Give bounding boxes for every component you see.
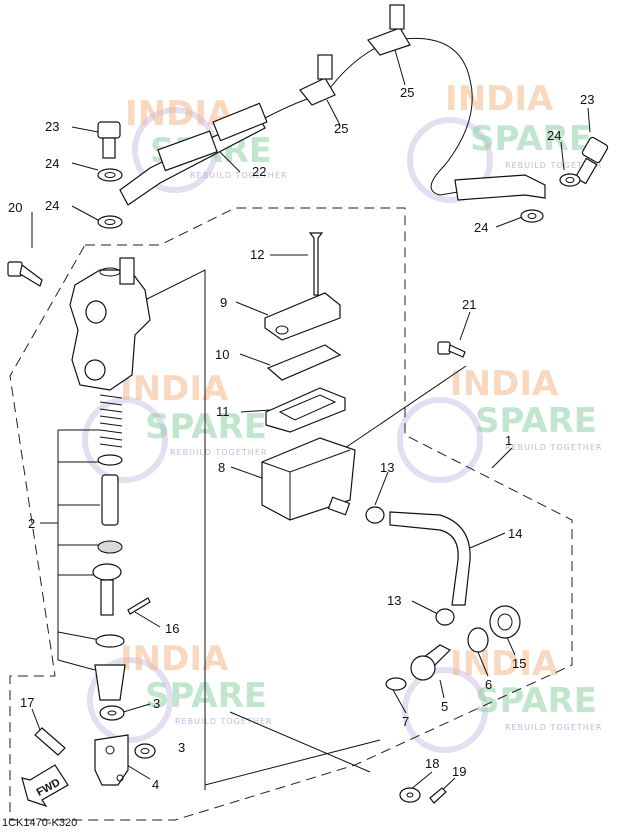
leader-lines (31, 49, 591, 796)
part-clamp-25-right (367, 4, 411, 56)
svg-text:INDIA: INDIA (120, 369, 229, 409)
part-nut-3b (134, 743, 156, 759)
part-grommet-15 (489, 605, 521, 639)
part-o-ring-7 (385, 677, 407, 691)
svg-text:SPARE: SPARE (470, 119, 592, 159)
part-screw-12 (308, 232, 324, 296)
svg-text:SPARE: SPARE (475, 401, 597, 441)
part-hose-clip-13a (365, 506, 385, 524)
part-diaphragm-11 (265, 387, 346, 433)
part-clamp-25-left (299, 54, 336, 106)
svg-text:SPARE: SPARE (475, 681, 597, 721)
part-union-bolt-23-right (574, 136, 609, 185)
part-reservoir-8 (261, 437, 356, 521)
callout-24b: 24 (45, 198, 59, 213)
callout-23a: 23 (45, 119, 59, 134)
part-piston-kit-2 (92, 394, 126, 701)
callout-24a: 24 (45, 156, 59, 171)
callout-11: 11 (216, 404, 230, 419)
watermark-bottom-left: INDIA SPARE REBUILD TOGETHER (87, 639, 272, 743)
callout-22: 22 (252, 164, 266, 179)
svg-text:REBUILD TOGETHER: REBUILD TOGETHER (505, 723, 602, 732)
part-pin-16 (127, 597, 151, 615)
callout-9: 9 (220, 295, 227, 310)
callout-25a: 25 (334, 121, 348, 136)
part-reservoir-hose-14 (389, 511, 471, 606)
part-union-bolt-23-left (97, 121, 121, 159)
callout-1: 1 (505, 433, 512, 448)
part-cotter-pin-19 (429, 787, 447, 804)
callout-2: 2 (28, 516, 35, 531)
part-washer-24a (97, 168, 123, 182)
callout-24c: 24 (547, 128, 561, 143)
callout-23b: 23 (580, 92, 594, 107)
callout-16: 16 (165, 621, 179, 636)
svg-text:SPARE: SPARE (145, 407, 267, 447)
callout-25b: 25 (400, 85, 414, 100)
svg-text:INDIA: INDIA (445, 79, 554, 119)
callout-8: 8 (218, 460, 225, 475)
callout-13b: 13 (387, 593, 401, 608)
callout-12: 12 (250, 247, 264, 262)
svg-text:REBUILD TOGETHER: REBUILD TOGETHER (175, 717, 272, 726)
svg-text:INDIA: INDIA (120, 639, 229, 679)
callout-15: 15 (512, 656, 526, 671)
callout-20: 20 (8, 200, 22, 215)
svg-text:REBUILD TOGETHER: REBUILD TOGETHER (505, 161, 602, 170)
part-nut-3a (99, 705, 125, 721)
part-washer-24c (559, 173, 581, 187)
svg-text:REBUILD TOGETHER: REBUILD TOGETHER (505, 443, 602, 452)
part-screw-21 (437, 341, 466, 358)
callout-10: 10 (215, 347, 229, 362)
watermark-mid-left: INDIA SPARE REBUILD TOGETHER (82, 369, 267, 483)
part-circlip-6 (467, 627, 489, 653)
part-hose-clip-13b (435, 608, 455, 626)
callout-4: 4 (152, 777, 159, 792)
svg-text:INDIA: INDIA (450, 644, 559, 684)
callout-3a: 3 (153, 696, 160, 711)
part-cap-plate-10 (266, 344, 342, 381)
callout-21: 21 (462, 297, 476, 312)
watermark-bottom-right: INDIA SPARE REBUILD TOGETHER (402, 644, 602, 753)
callout-numbers: 1 2 3 3 4 5 6 7 8 9 10 11 12 13 13 14 15… (8, 85, 594, 792)
part-washer-18 (399, 787, 421, 803)
part-clevis-4 (94, 734, 129, 786)
assembly-frame (134, 269, 381, 790)
diagram-code: 1CK1470-K320 (2, 817, 77, 829)
callout-7: 7 (402, 714, 409, 729)
part-hose-joint-5 (410, 644, 452, 681)
part-pin-17 (34, 727, 66, 756)
svg-text:REBUILD TOGETHER: REBUILD TOGETHER (190, 171, 287, 180)
svg-text:INDIA: INDIA (450, 364, 559, 404)
part-washer-24d (520, 209, 544, 223)
fwd-arrow: FWD (21, 764, 69, 808)
callout-17: 17 (20, 695, 34, 710)
watermark-top-right: INDIA SPARE REBUILD TOGETHER (407, 79, 602, 203)
callout-14: 14 (508, 526, 522, 541)
callout-6: 6 (485, 677, 492, 692)
callout-18: 18 (425, 756, 439, 771)
callout-5: 5 (441, 699, 448, 714)
callout-19: 19 (452, 764, 466, 779)
callout-24d: 24 (474, 220, 488, 235)
callout-13a: 13 (380, 460, 394, 475)
part-washer-24b (97, 215, 123, 229)
callout-3b: 3 (178, 740, 185, 755)
watermark-mid-right: INDIA SPARE REBUILD TOGETHER (397, 364, 602, 483)
part-reservoir-cap-9 (264, 292, 341, 341)
part-brake-hose-22 (119, 37, 546, 206)
svg-text:REBUILD TOGETHER: REBUILD TOGETHER (170, 448, 267, 457)
part-master-cylinder-body (69, 257, 151, 391)
part-bolt-20 (7, 261, 43, 287)
svg-text:SPARE: SPARE (145, 676, 267, 716)
